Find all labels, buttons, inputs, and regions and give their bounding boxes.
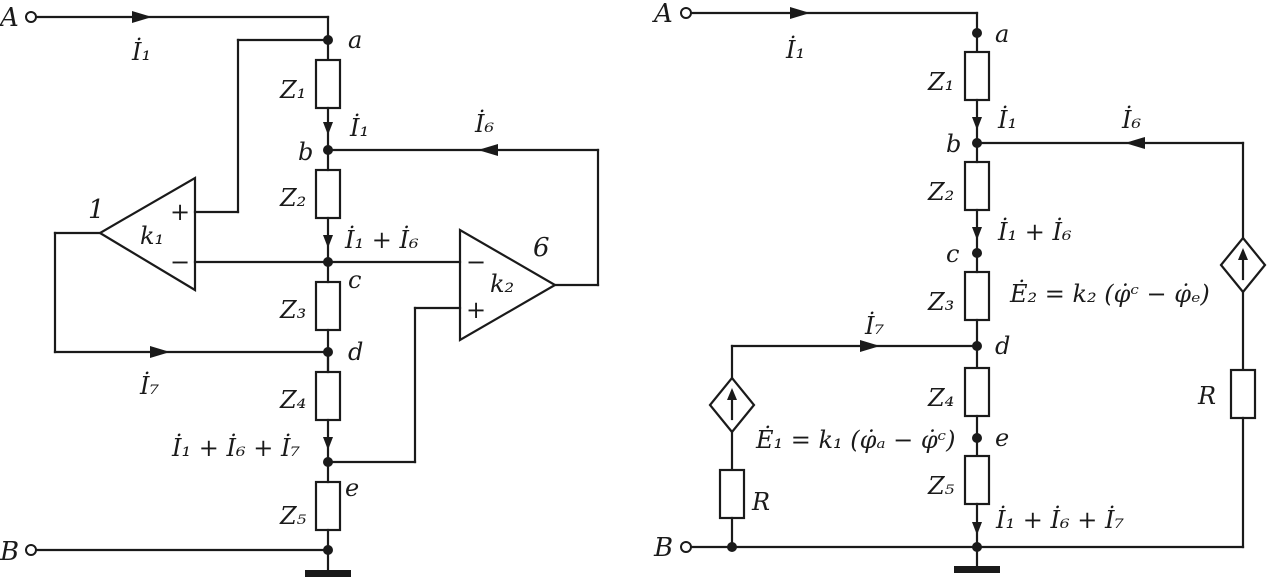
amplifier-6 xyxy=(458,228,558,342)
z4-label: Z₄ xyxy=(279,386,306,414)
z5-label: Z₅ xyxy=(279,502,307,530)
impedance-z5 xyxy=(963,454,991,506)
current-i7-label: İ₇ xyxy=(864,311,884,340)
amp1-number: 1 xyxy=(88,195,105,225)
z4-label: Z₄ xyxy=(927,384,954,412)
current-sum-label: İ₁ + İ₆ + İ₇ xyxy=(171,433,300,462)
equation-e1: Ė₁ = k₁ (φ̇ₐ − φ̇ᶜ) xyxy=(755,425,955,454)
node-a-label: a xyxy=(348,26,362,54)
node-c-label: c xyxy=(946,240,959,268)
node-b-label: b xyxy=(946,130,961,158)
impedance-z2 xyxy=(314,168,342,220)
current-i1-label: İ₁ xyxy=(131,37,151,66)
amp1-gain: k₁ xyxy=(140,222,164,250)
current-arrow xyxy=(132,11,152,23)
current-sum-label: İ₁ + İ₆ + İ₇ xyxy=(995,505,1124,534)
terminal-b-label: B xyxy=(0,537,19,567)
current-i1-branch-label: İ₁ xyxy=(349,113,369,142)
resistor-r-right xyxy=(1229,368,1257,420)
current-i7-label: İ₇ xyxy=(139,371,159,400)
amp1-plus: + xyxy=(170,198,190,226)
impedance-z4 xyxy=(963,366,991,418)
impedance-z4 xyxy=(314,370,342,422)
terminal-a xyxy=(25,11,37,23)
amp6-plus: + xyxy=(466,296,486,324)
node-c-label: c xyxy=(348,266,361,294)
current-i1-i6-label: İ₁ + İ₆ xyxy=(997,217,1072,246)
z3-label: Z₃ xyxy=(927,288,954,316)
z1-label: Z₁ xyxy=(279,76,306,104)
resistor-r-left-label: R xyxy=(751,488,770,516)
node-d-label: d xyxy=(995,332,1010,360)
amplifier-1 xyxy=(97,176,197,292)
current-i6-label: İ₆ xyxy=(1121,105,1141,134)
impedance-z3 xyxy=(963,270,991,322)
node-a-label: a xyxy=(995,20,1009,48)
z5-label: Z₅ xyxy=(927,472,955,500)
current-i1-label: İ₁ xyxy=(785,35,805,64)
terminal-a xyxy=(680,7,692,19)
z2-label: Z₂ xyxy=(927,178,954,206)
ground-symbol xyxy=(305,570,351,577)
right-circuit: A B a b c d e Z₁ Z₂ Z₃ Z₄ Z₅ R R İ₁ İ₁ İ… xyxy=(652,0,1267,573)
terminal-a-label: A xyxy=(652,0,673,29)
amp6-gain: k₂ xyxy=(490,270,514,298)
impedance-z1 xyxy=(314,58,342,110)
resistor-r-right-label: R xyxy=(1197,382,1216,410)
node-e-label: e xyxy=(995,424,1009,452)
terminal-a-label: A xyxy=(0,3,19,33)
node-e-label: e xyxy=(345,474,359,502)
terminal-b-label: B xyxy=(653,533,673,563)
node-d-label: d xyxy=(348,338,363,366)
node-b-label: b xyxy=(298,138,313,166)
impedance-z1 xyxy=(963,50,991,102)
terminal-b xyxy=(25,544,37,556)
impedance-z5 xyxy=(314,480,342,532)
impedance-z3 xyxy=(314,280,342,332)
current-i1-branch-label: İ₁ xyxy=(997,105,1017,134)
z1-label: Z₁ xyxy=(927,68,954,96)
impedance-z2 xyxy=(963,160,991,212)
z2-label: Z₂ xyxy=(279,184,306,212)
terminal-b xyxy=(680,541,692,553)
current-i1-i6-label: İ₁ + İ₆ xyxy=(344,225,419,254)
ground-symbol xyxy=(954,566,1000,573)
amp6-number: 6 xyxy=(533,233,550,263)
current-i6-label: İ₆ xyxy=(474,109,494,138)
resistor-r-left xyxy=(718,468,746,520)
equation-e2: Ė₂ = k₂ (φ̇ᶜ − φ̇ₑ) xyxy=(1009,279,1210,308)
amp1-minus: − xyxy=(170,248,190,276)
amp6-minus: − xyxy=(466,248,486,276)
left-circuit: A B a b c d e Z₁ Z₂ Z₃ Z₄ Z₅ 1 k₁ + − 6 … xyxy=(0,3,600,577)
z3-label: Z₃ xyxy=(279,296,306,324)
